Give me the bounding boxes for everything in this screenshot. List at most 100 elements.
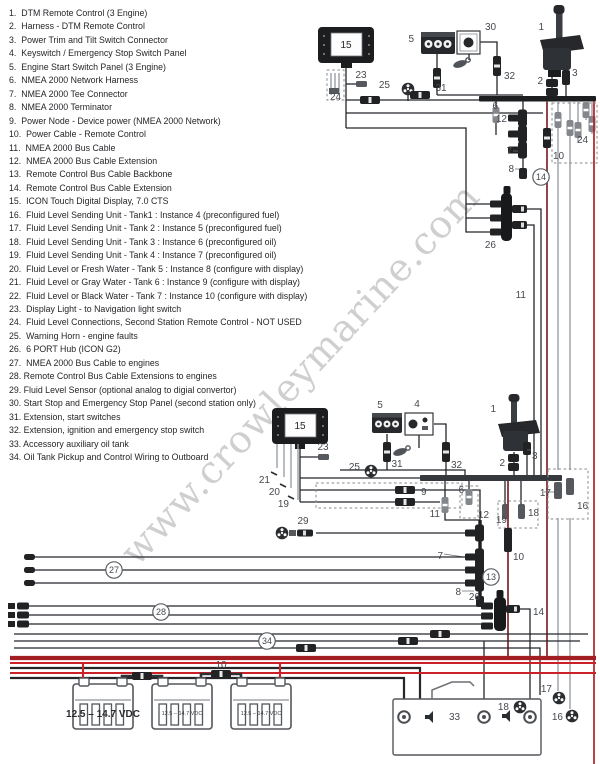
hub-6port bbox=[490, 186, 527, 241]
nmea-terminator bbox=[519, 168, 527, 179]
diagram-label-28: 28 bbox=[156, 607, 166, 617]
legend-list: 1. DTM Remote Control (3 Engine) 2. Harn… bbox=[9, 7, 307, 464]
battery-voltage-label: 12.5 – 14.7 VDC bbox=[66, 709, 140, 720]
diagram-label-9: 9 bbox=[421, 487, 427, 498]
diagram-label-10: 10 bbox=[215, 660, 227, 671]
warning-horn bbox=[364, 464, 378, 478]
battery-2 bbox=[151, 677, 213, 730]
legend-item: 23. Display Light - to Navigation light … bbox=[9, 303, 182, 314]
diagram-label-10: 10 bbox=[513, 552, 525, 563]
legend-item: 6. NMEA 2000 Network Harness bbox=[9, 75, 139, 86]
legend-item: 3. Power Trim and Tilt Switch Connector bbox=[9, 34, 168, 45]
diagram-label-6: 6 bbox=[458, 485, 464, 496]
diagram-label-3: 3 bbox=[532, 451, 538, 462]
trim-tilt-connector bbox=[523, 442, 531, 455]
dtm-remote-control-2 bbox=[498, 394, 540, 451]
fuel-sender-16 bbox=[565, 709, 579, 723]
legend-item: 18. Fluid Level Sending Unit - Tank 3 : … bbox=[9, 236, 277, 247]
diagram-label-25: 25 bbox=[349, 462, 361, 473]
legend-item: 8. NMEA 2000 Terminator bbox=[9, 102, 113, 113]
diagram-label-18: 18 bbox=[498, 702, 510, 713]
diagram-label-21: 21 bbox=[259, 475, 271, 486]
legend-item: 9. Power Node - Device power (NMEA 2000 … bbox=[9, 115, 221, 126]
engine-start-switch-panel bbox=[421, 32, 455, 54]
remote-sender-box bbox=[547, 468, 589, 520]
bottom-section: 12.5 – 14.7 VDC 12.5 – 14.7 VDC 12.5 – 1… bbox=[8, 554, 596, 756]
legend-item: 20. Fluid Level or Fresh Water - Tank 5 … bbox=[9, 263, 304, 274]
legend-item: 27. NMEA 2000 Bus Cable to engines bbox=[9, 357, 160, 368]
station-1: 15 bbox=[318, 5, 598, 764]
diagram-label-32: 32 bbox=[451, 460, 463, 471]
harness-connector bbox=[508, 454, 519, 462]
engine-start-switch-panel-2 bbox=[372, 413, 402, 433]
legend-item: 29. Fluid Level Sensor (optional analog … bbox=[9, 384, 237, 395]
remote-extensions-to-engines bbox=[8, 602, 481, 628]
diagram-label-24: 24 bbox=[577, 135, 589, 146]
diagram-label-4: 4 bbox=[414, 399, 420, 410]
diagram-label-8: 8 bbox=[455, 587, 461, 598]
display-light-connector bbox=[318, 454, 329, 460]
oil-tank-wiring bbox=[14, 630, 588, 695]
pickup-tube bbox=[431, 681, 475, 699]
legend-item: 13. Remote Control Bus Cable Backbone bbox=[9, 169, 173, 180]
legend-item: 11. NMEA 2000 Bus Cable bbox=[9, 142, 116, 153]
diagram-label-8: 8 bbox=[508, 164, 514, 175]
diagram-label-19: 19 bbox=[496, 515, 508, 526]
lanyard-clip bbox=[451, 57, 471, 71]
icon-touch-display: 15 bbox=[318, 27, 374, 68]
bus-cables-to-engines bbox=[24, 554, 465, 586]
diagram-label-23: 23 bbox=[355, 70, 367, 81]
trim-tilt-connector bbox=[562, 70, 570, 85]
diagram-label-29: 29 bbox=[297, 516, 309, 527]
network-harness-box bbox=[459, 485, 479, 519]
legend-item: 30. Start Stop and Emergency Stop Panel … bbox=[9, 398, 256, 409]
diagram-label-19: 19 bbox=[278, 499, 290, 510]
legend-item: 25. Warning Horn - engine faults bbox=[9, 330, 138, 341]
harness-connector bbox=[508, 463, 519, 471]
diagram-label-33: 33 bbox=[449, 712, 461, 723]
diagram-label-16: 16 bbox=[577, 501, 589, 512]
start-stop-panel bbox=[456, 30, 481, 55]
sender-connector-box bbox=[497, 500, 539, 529]
legend-item: 14. Remote Control Bus Cable Extension bbox=[9, 182, 172, 193]
legend-item: 7. NMEA 2000 Tee Connector bbox=[9, 88, 128, 99]
diagram-label-1: 1 bbox=[490, 404, 496, 415]
legend-item: 17. Fluid Level Sending Unit - Tank 2 : … bbox=[9, 223, 282, 234]
diagram-label-12: 12 bbox=[496, 114, 508, 125]
legend-item: 16. Fluid Level Sending Unit - Tank1 : I… bbox=[9, 209, 280, 220]
diagram-label-24: 24 bbox=[330, 92, 342, 103]
diagram-label-12: 12 bbox=[478, 510, 490, 521]
battery-3 bbox=[230, 677, 292, 730]
not-used-box bbox=[551, 102, 598, 164]
legend-item: 4. Keyswitch / Emergency Stop Switch Pan… bbox=[9, 48, 187, 59]
diagram-label-3: 3 bbox=[572, 68, 578, 79]
diagram-label-26: 26 bbox=[469, 592, 481, 603]
display-number: 15 bbox=[340, 40, 352, 51]
legend-item: 24. Fluid Level Connections, Second Stat… bbox=[9, 317, 302, 328]
diagram-label-5: 5 bbox=[377, 400, 383, 411]
diagram-label-25: 25 bbox=[379, 80, 391, 91]
legend-item: 26. 6 PORT Hub (ICON G2) bbox=[9, 344, 121, 355]
fluid-level-connections-box bbox=[326, 69, 345, 101]
remote-bus-bar bbox=[420, 475, 562, 481]
legend-item: 22. Fluid Level or Black Water - Tank 7 … bbox=[9, 290, 308, 301]
keyswitch-panel bbox=[404, 412, 434, 436]
legend-item: 21. Fluid Level or Gray Water - Tank 6 :… bbox=[9, 277, 300, 288]
legend-item: 10. Power Cable - Remote Control bbox=[9, 129, 146, 140]
diagram-label-2: 2 bbox=[499, 458, 505, 469]
diagram-label-11: 11 bbox=[516, 290, 527, 301]
tank-sender-wires bbox=[270, 444, 299, 500]
power-node-box bbox=[315, 482, 463, 509]
legend-item: 19. Fluid Level Sending Unit - Tank 4 : … bbox=[9, 250, 277, 261]
diagram-label-26: 26 bbox=[485, 240, 497, 251]
diagram-label-20: 20 bbox=[269, 487, 281, 498]
diagram-label-17: 17 bbox=[541, 684, 553, 695]
diagram-label-5: 5 bbox=[408, 34, 414, 45]
diagram-label-13: 13 bbox=[486, 572, 496, 582]
diagram-label-34: 34 bbox=[262, 636, 272, 646]
legend-item: 28. Remote Control Bus Cable Extensions … bbox=[9, 371, 217, 382]
diagram-label-14: 14 bbox=[536, 172, 546, 182]
legend-item: 33. Accessory auxiliary oil tank bbox=[9, 438, 129, 449]
auxiliary-oil-tank bbox=[392, 681, 542, 756]
